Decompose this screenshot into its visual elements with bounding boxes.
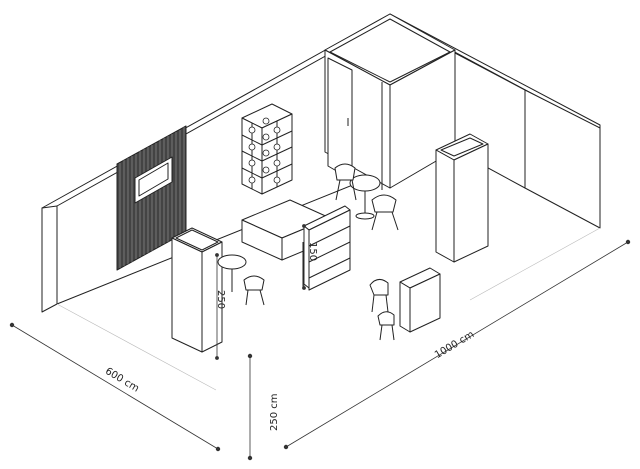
length-label: 1000 cm <box>433 329 476 361</box>
height-label: 250 cm <box>269 393 280 431</box>
counter-height-label: 150 <box>307 242 318 261</box>
width-label: 600 cm <box>103 366 141 395</box>
brochure-counter <box>302 205 351 291</box>
length-dimension-line <box>285 241 629 448</box>
bar-counter <box>369 267 441 341</box>
right-column <box>435 133 489 263</box>
dimension-lines <box>9 224 631 461</box>
column-height-label: 250 <box>215 290 226 309</box>
left-column <box>171 227 223 353</box>
display-shelf <box>241 103 293 195</box>
seating-area-left <box>217 254 265 306</box>
width-dimension-line <box>11 324 219 450</box>
floor-outline <box>56 227 601 391</box>
slatted-wall-panel <box>116 125 187 271</box>
seating-area-back <box>334 163 399 231</box>
